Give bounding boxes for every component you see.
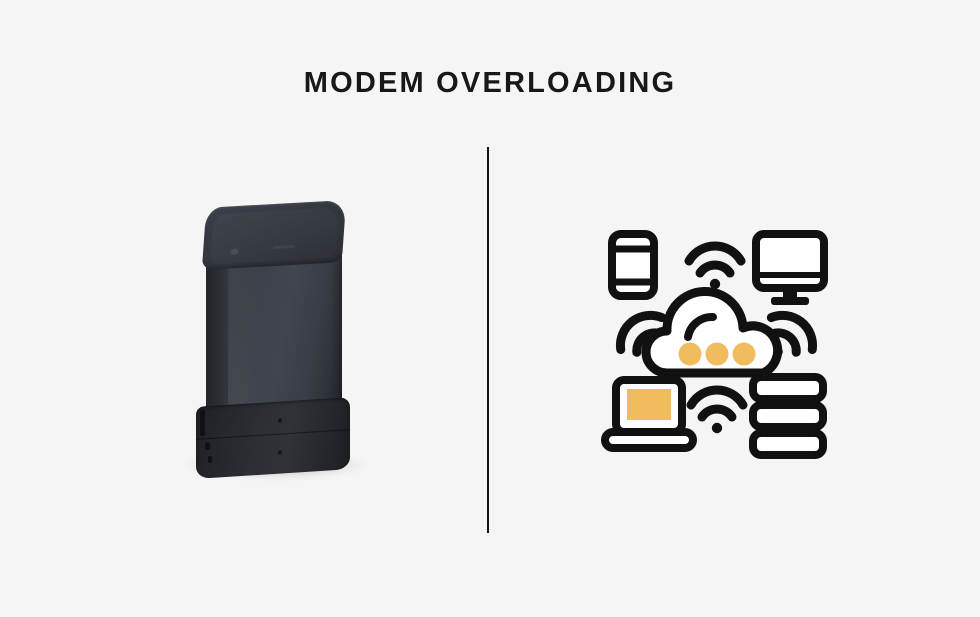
network-panel xyxy=(489,130,980,550)
cloud-icon xyxy=(641,287,783,378)
modem-top-face xyxy=(201,199,347,271)
cloud-dot xyxy=(678,342,702,366)
network-overload-illustration xyxy=(595,225,835,465)
laptop-screen-accent xyxy=(627,389,671,420)
page-title: MODEM OVERLOADING xyxy=(303,67,677,100)
desktop-monitor-icon xyxy=(752,230,828,305)
modem-panel xyxy=(0,130,487,550)
modem-brand-mark xyxy=(273,244,296,250)
laptop-icon xyxy=(601,376,697,452)
wifi-icon-bottom xyxy=(691,390,743,433)
modem-port xyxy=(205,441,210,451)
modem-led-indicator xyxy=(230,249,239,255)
cloud-dot xyxy=(732,342,756,366)
cloud-dot xyxy=(705,342,729,366)
modem-port xyxy=(200,409,205,437)
vertical-divider xyxy=(487,147,489,533)
wifi-icon-top xyxy=(689,246,741,289)
modem-port xyxy=(208,455,212,464)
modem-device-image xyxy=(178,199,378,492)
smartphone-icon xyxy=(608,230,658,300)
server-stack-icon xyxy=(749,373,827,459)
modem-top-rim xyxy=(210,207,339,265)
